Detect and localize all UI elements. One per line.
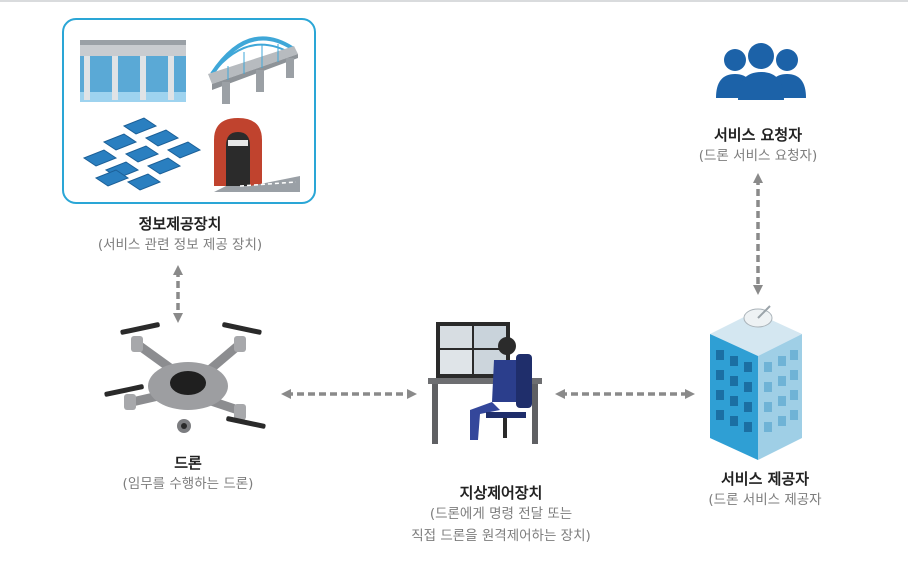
drone-label: 드론 (임무를 수행하는 드론) [78,452,298,495]
people-icon [716,43,806,100]
service-requester-label: 서비스 요청자 (드론 서비스 요청자) [648,124,868,167]
ground-control-title: 지상제어장치 [459,484,543,502]
info-device-label: 정보제공장치 (서비스 관련 정보 제공 장치) [60,213,300,256]
service-provider-title: 서비스 제공자 [720,470,810,488]
drone-title: 드론 [174,454,202,472]
tunnel-icon [214,118,300,192]
info-device-box [62,18,316,204]
solar-panel-icon [82,117,202,191]
ground-control-label: 지상제어장치 (드론에게 명령 전달 또는 직접 드론을 원격제어하는 장치) [366,482,636,547]
service-requester-title: 서비스 요청자 [713,126,803,144]
operator-workstation-icon [428,322,542,444]
building-with-antenna-icon [710,305,802,460]
drone-subtitle: (임무를 수행하는 드론) [122,476,254,492]
service-provider-subtitle: (드론 서비스 제공자 [708,492,822,508]
drone-icon [104,322,266,433]
ground-control-subtitle-line1: (드론에게 명령 전달 또는 [429,506,573,522]
service-provider-label: 서비스 제공자 (드론 서비스 제공자 [660,468,870,511]
ground-control-subtitle-line2: 직접 드론을 원격제어하는 장치) [411,528,591,544]
service-requester-subtitle: (드론 서비스 요청자) [698,148,818,164]
dam-icon [80,40,186,102]
info-device-title: 정보제공장치 [138,215,222,233]
top-divider [0,0,908,2]
bridge-icon [208,36,298,104]
info-device-subtitle: (서비스 관련 정보 제공 장치) [97,237,263,253]
